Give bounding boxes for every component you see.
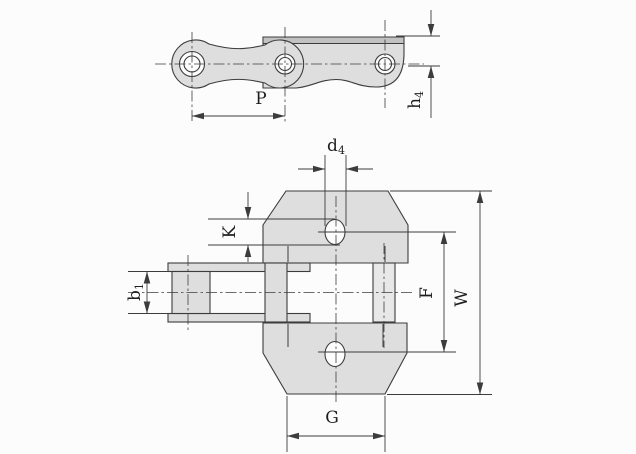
hole-edge-offset-label: K (220, 225, 240, 239)
overall-width-label: W (452, 289, 472, 307)
hole-diameter-label: d4 (327, 136, 345, 157)
dim-base-width (286, 396, 386, 452)
dim-inner-width (128, 271, 170, 314)
dim-hole-edge-offset (208, 192, 340, 262)
dim-overall-width (387, 190, 492, 395)
dim-hole-centers (318, 231, 456, 353)
hole-centers-label: F (417, 287, 437, 299)
attachment-height-label: h4 (405, 91, 426, 109)
dim-attachment-height (396, 10, 440, 118)
dim-hole-diameter (298, 155, 373, 226)
side-view (155, 20, 424, 124)
front-view (128, 190, 412, 404)
base-width-label: G (325, 408, 339, 428)
pitch-label: P (255, 89, 267, 109)
inner-width-label: b1 (125, 283, 146, 301)
